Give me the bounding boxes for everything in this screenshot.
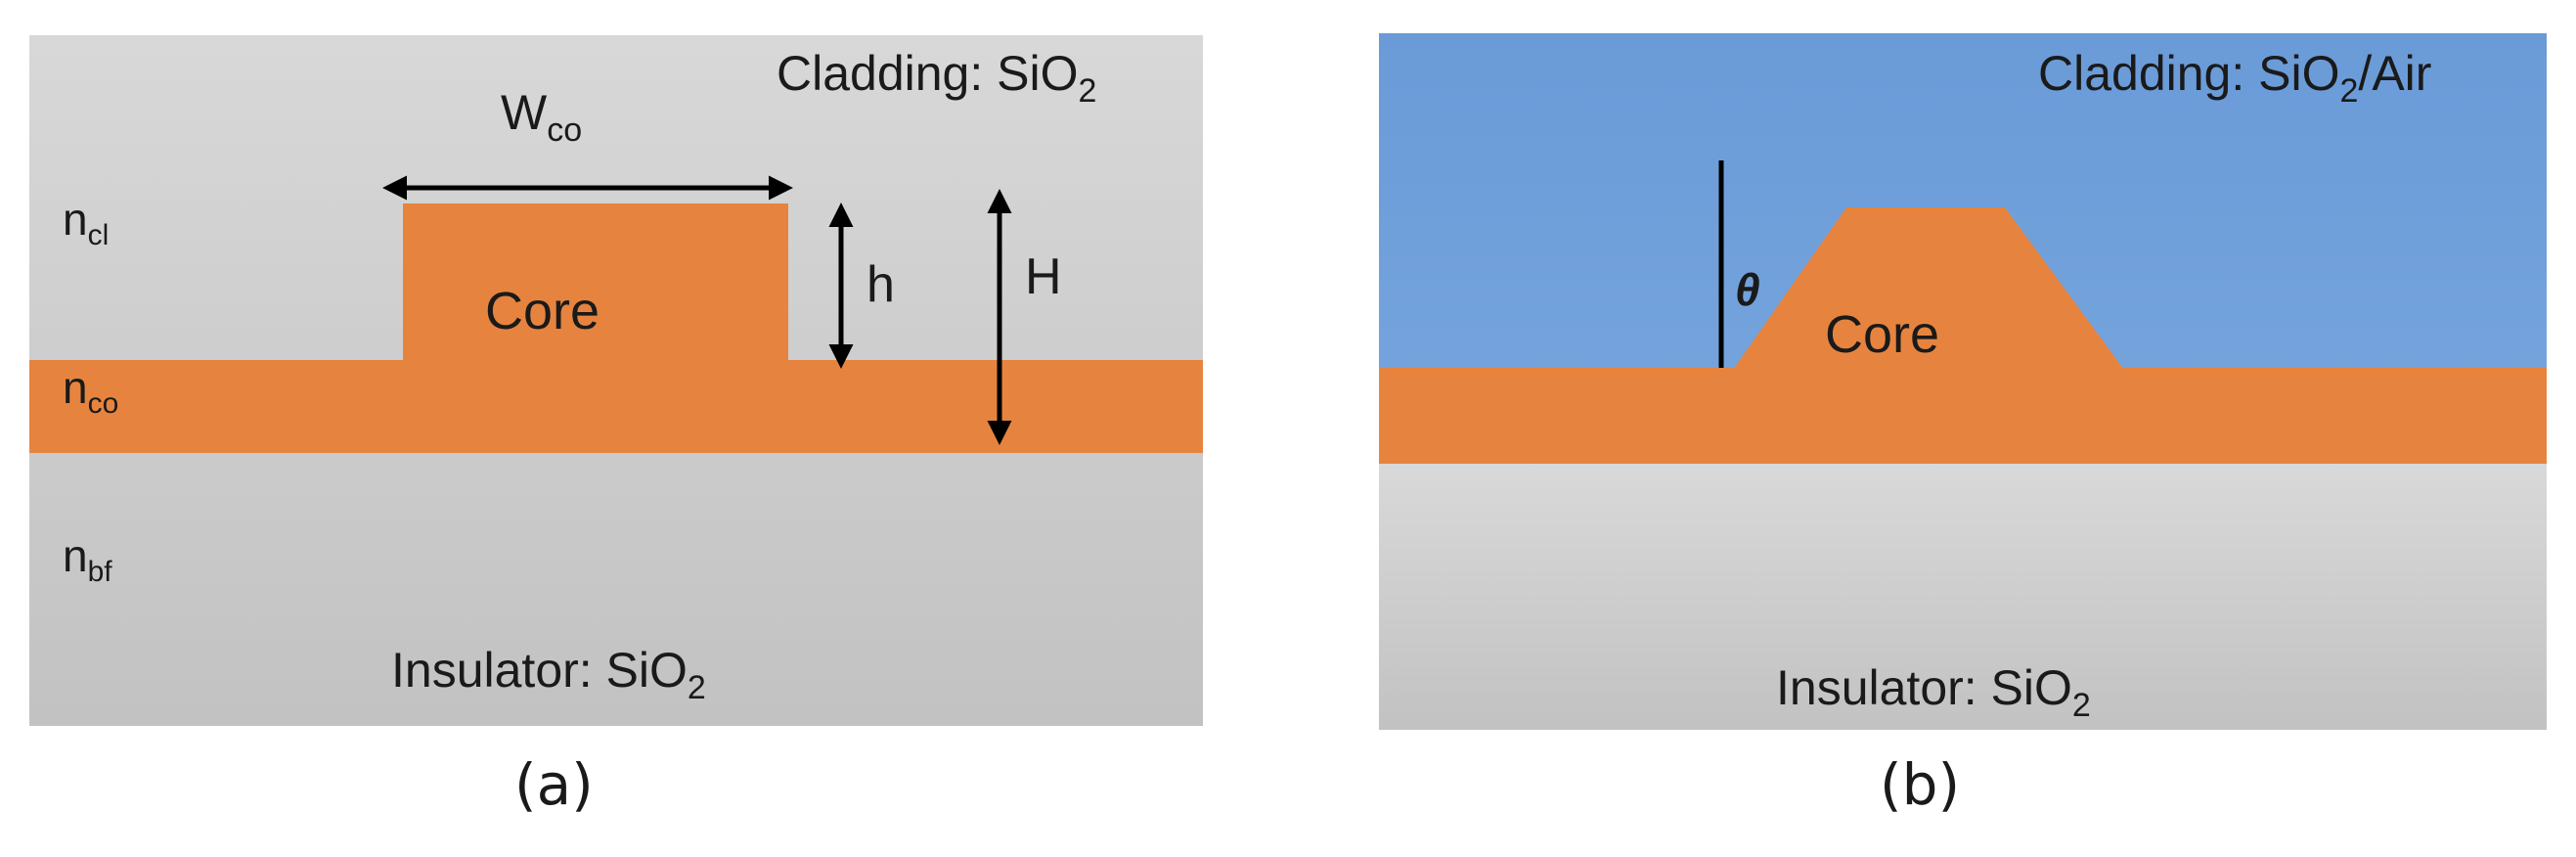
theta-label: θ bbox=[1735, 264, 1760, 315]
panel-b-trapezoid-core bbox=[1733, 207, 2124, 370]
panel-a-ridge-core bbox=[403, 203, 788, 362]
n-bf-label: nbf bbox=[63, 530, 112, 588]
panel-a-slab bbox=[29, 360, 1203, 453]
panel-b: θ Core Cladding: SiO2/Air Insulator: SiO… bbox=[1379, 33, 2547, 818]
H-label: H bbox=[1025, 248, 1062, 305]
panel-a: Wco h H Core Cladding: SiO2 ncl nco nbf … bbox=[29, 35, 1203, 818]
panel-a-cladding-label: Cladding: SiO2 bbox=[777, 46, 1096, 110]
panel-b-insulator bbox=[1379, 460, 2547, 730]
panel-b-slab bbox=[1379, 368, 2547, 464]
n-cl-label: ncl bbox=[63, 194, 109, 251]
panel-a-caption: (a) bbox=[514, 751, 594, 818]
h-label: h bbox=[866, 256, 895, 313]
panel-b-cladding-label: Cladding: SiO2/Air bbox=[2038, 46, 2431, 110]
panel-a-core-label: Core bbox=[485, 282, 600, 340]
n-co-label: nco bbox=[63, 362, 118, 420]
panel-a-insulator-label: Insulator: SiO2 bbox=[391, 643, 706, 706]
width-label: Wco bbox=[501, 85, 582, 149]
panel-b-insulator-label: Insulator: SiO2 bbox=[1776, 660, 2091, 724]
panel-b-core-label: Core bbox=[1825, 305, 1939, 364]
panel-b-caption: (b) bbox=[1880, 751, 1960, 818]
